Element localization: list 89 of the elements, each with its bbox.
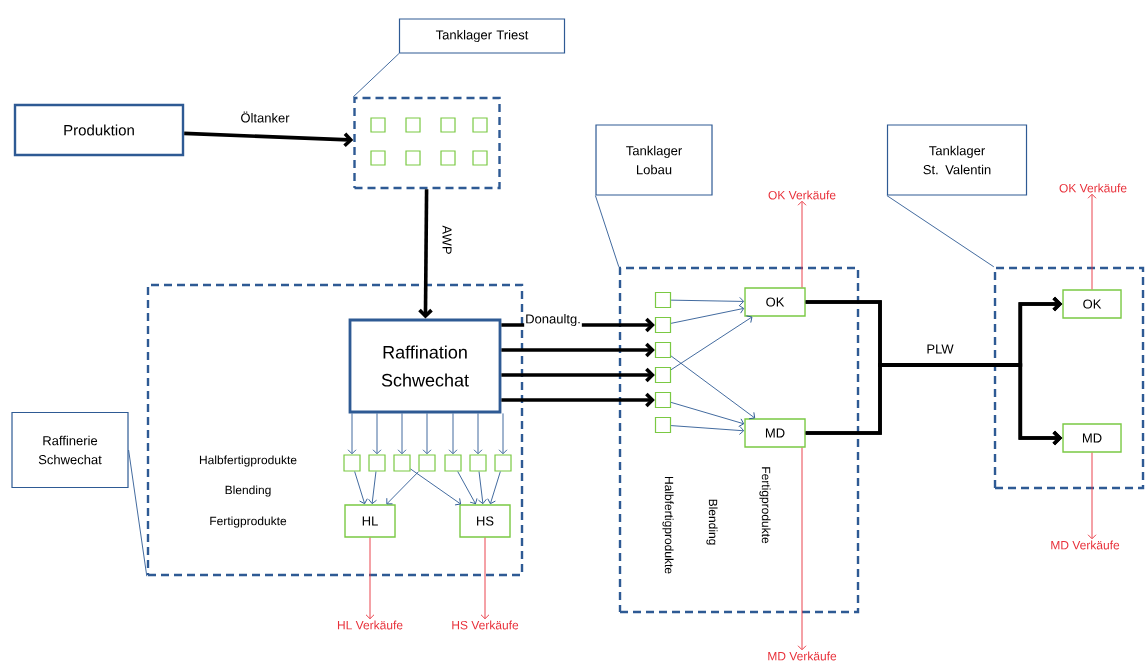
tank-square	[440, 150, 456, 166]
product-box: MD	[744, 418, 806, 448]
tank-square	[444, 454, 462, 472]
leader-line	[128, 449, 148, 577]
arrow	[478, 471, 487, 505]
stage-label: Fertigprodukte	[759, 467, 771, 544]
arrow	[670, 304, 745, 324]
arrow	[397, 412, 407, 455]
tank-square	[654, 291, 672, 309]
storage-area	[618, 266, 860, 614]
arrow	[1087, 452, 1097, 540]
sales-label: OK Verkäufe	[768, 190, 836, 200]
sales-label: HL Verkäufe	[337, 620, 403, 630]
stage-label: Blending	[706, 499, 718, 545]
arrow	[372, 412, 382, 455]
leader-line	[594, 195, 620, 268]
sales-label: OK Verkäufe	[1059, 183, 1127, 193]
arrow	[670, 401, 745, 427]
sales-label: MD Verkäufe	[768, 651, 837, 661]
tank-square	[654, 391, 672, 409]
tank-square	[343, 454, 361, 472]
tank-square	[440, 117, 456, 133]
arrow	[365, 537, 375, 620]
arrow	[670, 425, 745, 435]
arrow	[347, 412, 357, 455]
arrow	[487, 471, 501, 505]
tank-square	[472, 150, 488, 166]
sales-label: MD Verkäufe	[1051, 540, 1120, 550]
tank-square	[370, 117, 386, 133]
arrow	[670, 315, 753, 371]
tank-square	[654, 366, 672, 384]
arrow	[448, 412, 458, 455]
sales-label: HS Verkäufe	[452, 620, 519, 630]
callout-box: Raffinerie Schwechat	[11, 411, 129, 489]
arrow	[501, 392, 655, 408]
arrow	[1087, 193, 1097, 290]
product-box: HL	[344, 504, 396, 538]
tank-square	[418, 454, 436, 472]
product-box: OK	[1062, 289, 1122, 319]
arrow	[501, 342, 655, 358]
arrow	[797, 200, 807, 288]
product-box: OK	[744, 287, 806, 317]
tank-square	[494, 454, 512, 472]
storage-area	[353, 96, 501, 190]
stage-label: Fertigprodukte	[210, 516, 287, 528]
arrow	[670, 296, 745, 306]
callout-box: Tanklager Triest	[398, 18, 566, 54]
tank-square	[370, 150, 386, 166]
arrow	[354, 471, 368, 505]
stage-label: Halbfertigprodukte	[199, 455, 297, 467]
callout-box: Tanklager St. Valentin	[886, 124, 1028, 196]
arrow	[422, 412, 432, 455]
arrow	[457, 471, 478, 505]
tank-square	[405, 117, 421, 133]
arrow	[410, 468, 462, 506]
tank-square	[472, 117, 488, 133]
edge-label: AWP	[441, 224, 453, 256]
storage-area	[993, 266, 1145, 490]
arrow	[501, 367, 655, 383]
process-box: Raffination Schwechat	[348, 318, 502, 414]
product-box: HS	[459, 504, 511, 538]
arrow	[805, 363, 1063, 446]
tank-square	[393, 454, 411, 472]
tank-square	[654, 316, 672, 334]
leader-line	[886, 195, 995, 268]
stage-label: Blending	[225, 485, 271, 497]
tank-square	[654, 341, 672, 359]
edge-label: Donaultg.	[524, 312, 582, 328]
tank-square	[405, 150, 421, 166]
arrow	[473, 412, 483, 455]
edge-label: PLW	[925, 343, 955, 355]
tank-square	[469, 454, 487, 472]
arrow	[368, 471, 377, 505]
arrow	[480, 537, 490, 620]
arrow	[498, 412, 508, 455]
tank-square	[368, 454, 386, 472]
arrow	[670, 355, 756, 420]
leader-line	[352, 53, 400, 98]
product-box: MD	[1062, 423, 1122, 453]
stage-label: Halbfertigprodukte	[662, 476, 674, 574]
arrow	[797, 447, 807, 651]
storage-area	[146, 283, 524, 577]
tank-square	[654, 416, 672, 434]
arrow	[184, 131, 354, 148]
edge-label: Öltanker	[239, 110, 291, 124]
arrow	[386, 471, 419, 505]
arrow	[418, 189, 433, 319]
process-box: Produktion	[13, 103, 185, 157]
callout-box: Tanklager Lobau	[595, 124, 713, 196]
